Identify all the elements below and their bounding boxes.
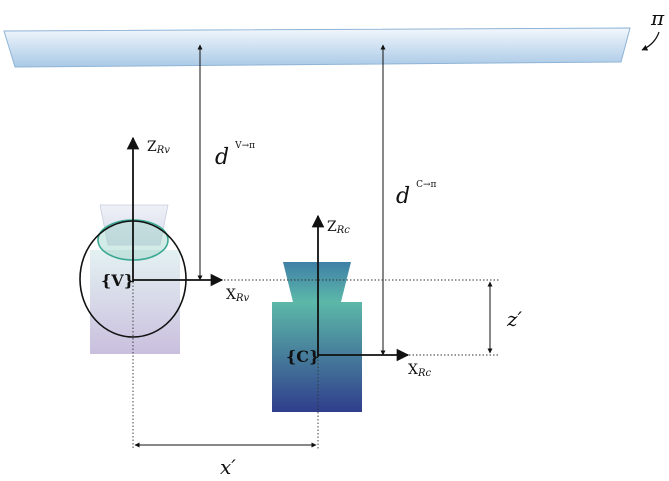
frame-v-label: {V} <box>101 271 134 290</box>
plane-label: π <box>650 6 665 30</box>
camera-c <box>272 262 362 412</box>
axis-x-v-label: XRv <box>226 287 249 304</box>
axis-x-c-label: XRc <box>408 362 431 379</box>
axis-z-v-label: ZRv <box>147 139 170 156</box>
offset-x-label: x′ <box>220 455 236 479</box>
plane-pi <box>3 27 631 68</box>
axis-z-c-label: ZRc <box>327 219 350 236</box>
offset-z-label: z′ <box>506 307 523 331</box>
frame-c-label: {C} <box>286 347 319 366</box>
virtual-camera-v <box>79 204 187 354</box>
plane-pointer-arrow <box>641 31 660 51</box>
